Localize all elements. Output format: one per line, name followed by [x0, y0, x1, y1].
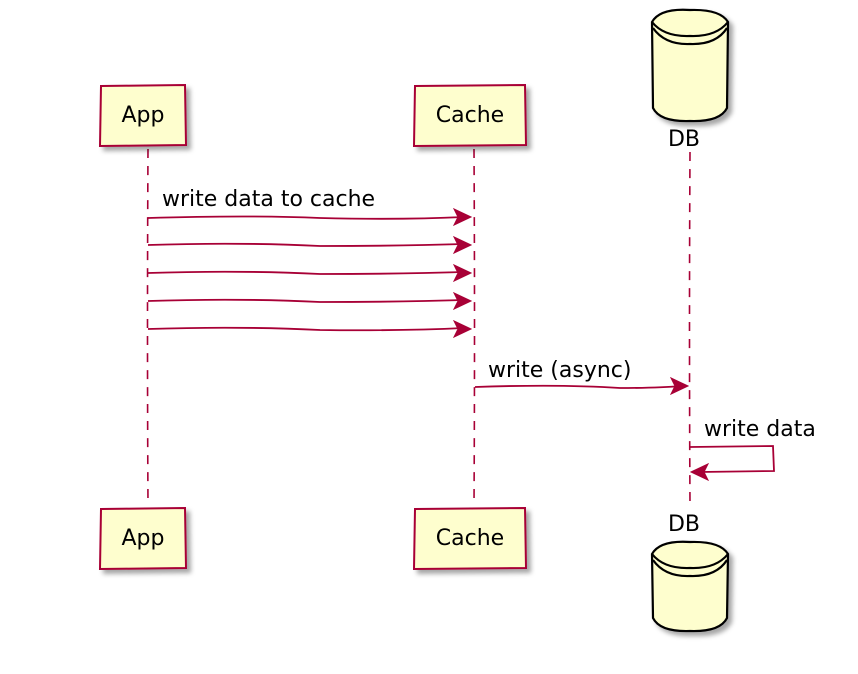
message-2 [147, 235, 473, 255]
arrowhead-icon [452, 319, 473, 339]
arrowhead-icon [452, 207, 473, 227]
message-write-async: write (async) [474, 358, 690, 396]
arrowhead-icon [452, 263, 473, 283]
lifeline-app [146, 148, 149, 506]
participant-label-app: App [122, 526, 165, 551]
message-label: write (async) [488, 358, 631, 383]
message-5 [147, 319, 473, 339]
arrowhead-icon [452, 235, 473, 255]
participant-cache-top: Cache [412, 83, 528, 148]
participant-label-db: DB [668, 512, 700, 537]
database-db-top: DB [650, 8, 730, 152]
arrowhead-icon [669, 376, 690, 396]
message-write-data-to-cache: write data to cache [147, 187, 473, 227]
lifeline-cache [473, 148, 476, 506]
message-write-data-self: write data [689, 417, 816, 482]
participant-label-app: App [122, 103, 165, 128]
message-label: write data to cache [162, 187, 375, 212]
message-3 [147, 263, 473, 283]
message-4 [147, 291, 473, 311]
database-icon [650, 8, 730, 123]
participant-app-top: App [98, 83, 188, 148]
participant-label-cache: Cache [436, 526, 504, 551]
lifeline-db [688, 151, 691, 506]
participant-app-bottom: App [98, 506, 188, 571]
participant-cache-bottom: Cache [412, 506, 528, 571]
database-icon [650, 540, 730, 633]
participant-label-db: DB [668, 127, 700, 152]
arrowhead-icon [452, 291, 473, 311]
participant-label-cache: Cache [436, 103, 504, 128]
arrowhead-icon [689, 462, 710, 482]
database-db-bottom: DB [650, 512, 730, 633]
message-label: write data [704, 417, 816, 442]
